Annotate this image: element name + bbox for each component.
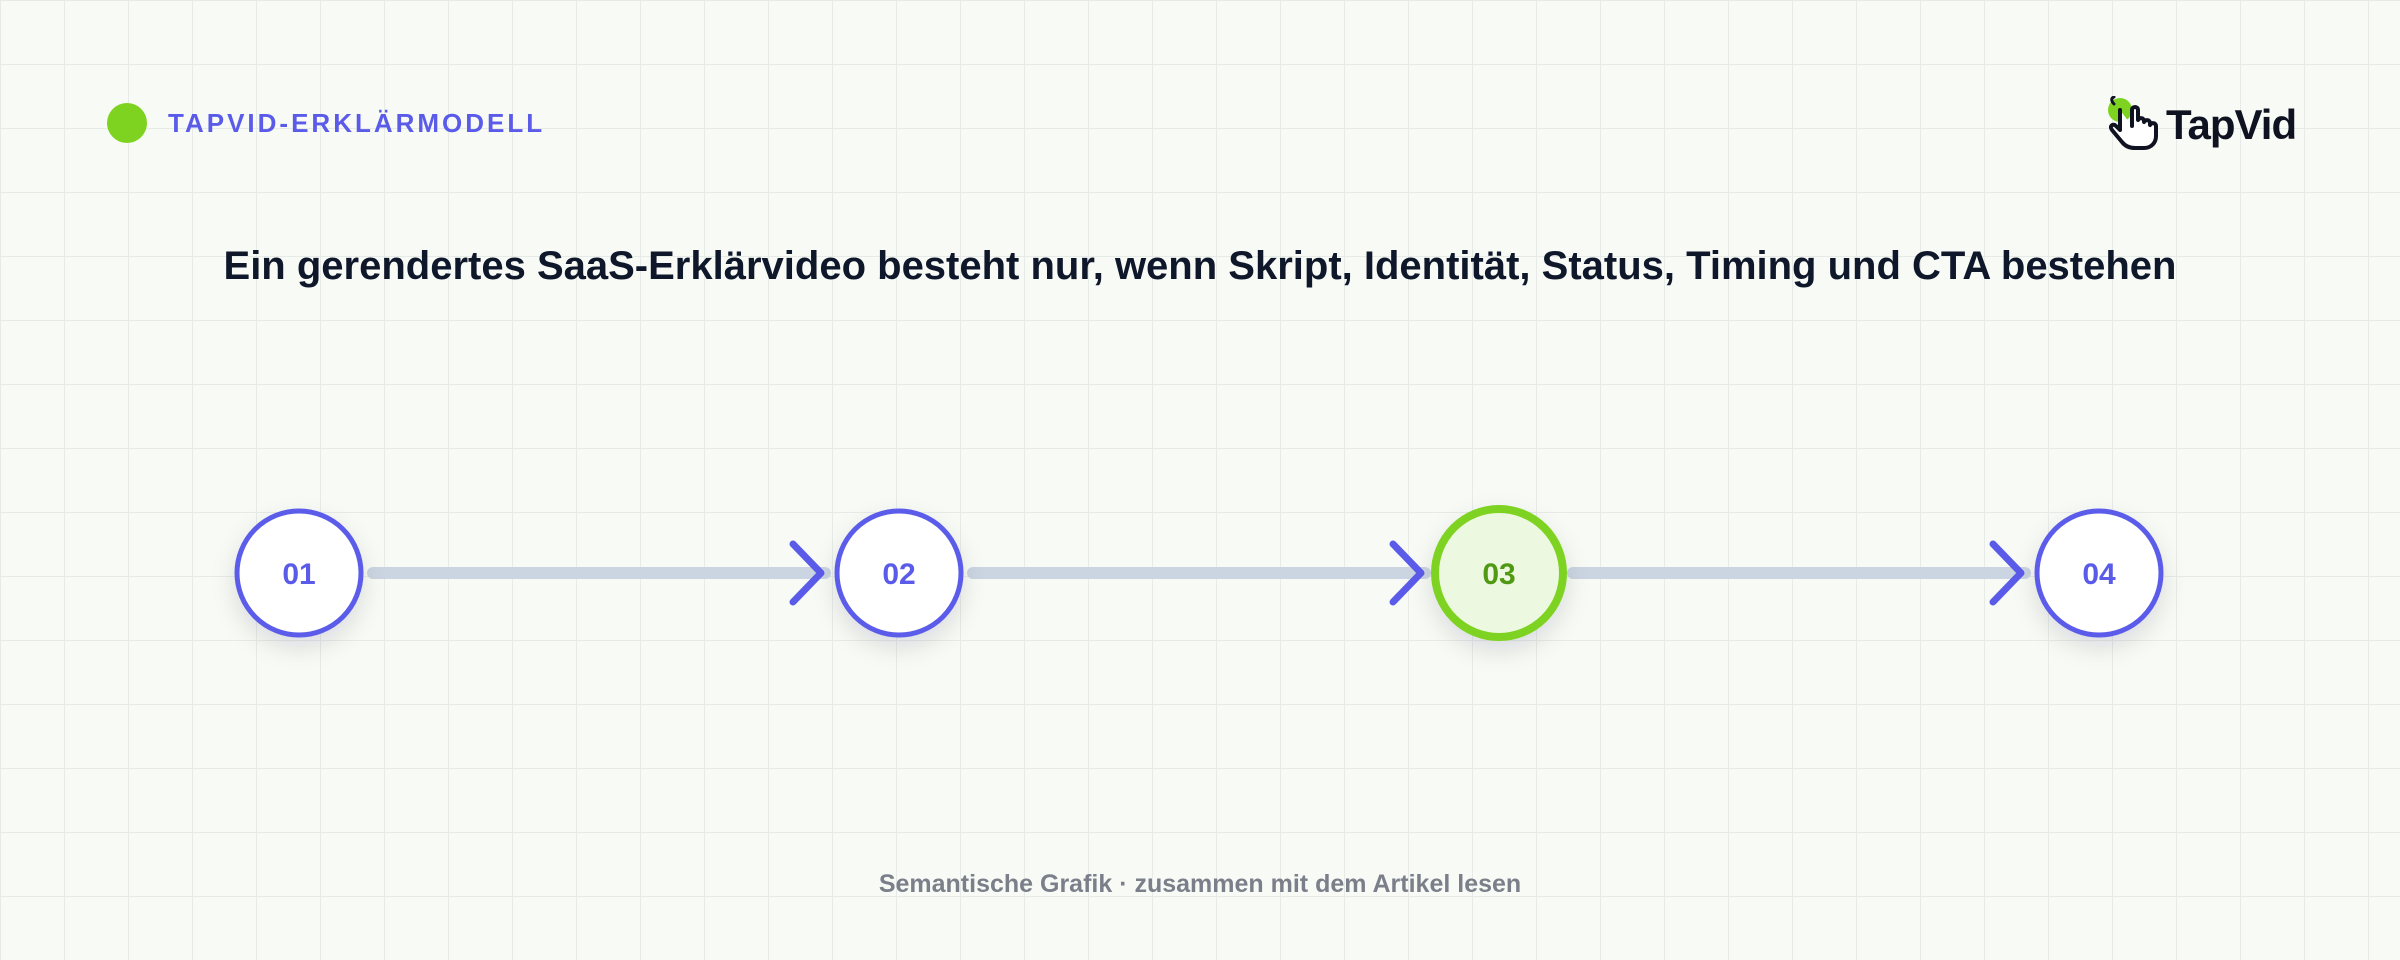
arrow-right-icon bbox=[1389, 540, 1425, 606]
step-number: 01 bbox=[282, 558, 315, 591]
step-node: 02 bbox=[834, 508, 964, 638]
eyebrow: TAPVID-ERKLÄRMODELL bbox=[107, 103, 545, 143]
step-circle bbox=[2034, 508, 2164, 638]
tapvid-hand-cursor-icon bbox=[2108, 96, 2158, 150]
step-circle bbox=[834, 508, 964, 638]
page-title: Ein gerendertes SaaS-Erklärvideo besteht… bbox=[223, 244, 2177, 288]
arrow-right-icon bbox=[789, 540, 825, 606]
footer-note: Semantische Grafik · zusammen mit dem Ar… bbox=[878, 870, 1522, 898]
connector-arrow bbox=[367, 540, 831, 606]
step-node: 04 bbox=[2034, 508, 2164, 638]
step-number: 03 bbox=[1482, 558, 1515, 591]
eyebrow-label: TAPVID-ERKLÄRMODELL bbox=[168, 107, 546, 138]
step-circle bbox=[1431, 505, 1567, 641]
connector-arrow bbox=[1567, 540, 2031, 606]
step-number: 04 bbox=[2082, 558, 2116, 591]
step-number: 02 bbox=[882, 558, 915, 591]
step-node: 01 bbox=[234, 508, 364, 638]
brand-name: TapVid bbox=[2166, 101, 2297, 148]
brand-logo: TapVid bbox=[2106, 96, 2297, 154]
step-circle bbox=[234, 508, 364, 638]
arrow-right-icon bbox=[1989, 540, 2025, 606]
connector-arrow bbox=[967, 540, 1431, 606]
step-node: 03 bbox=[1431, 505, 1567, 641]
status-dot-icon bbox=[107, 103, 147, 143]
